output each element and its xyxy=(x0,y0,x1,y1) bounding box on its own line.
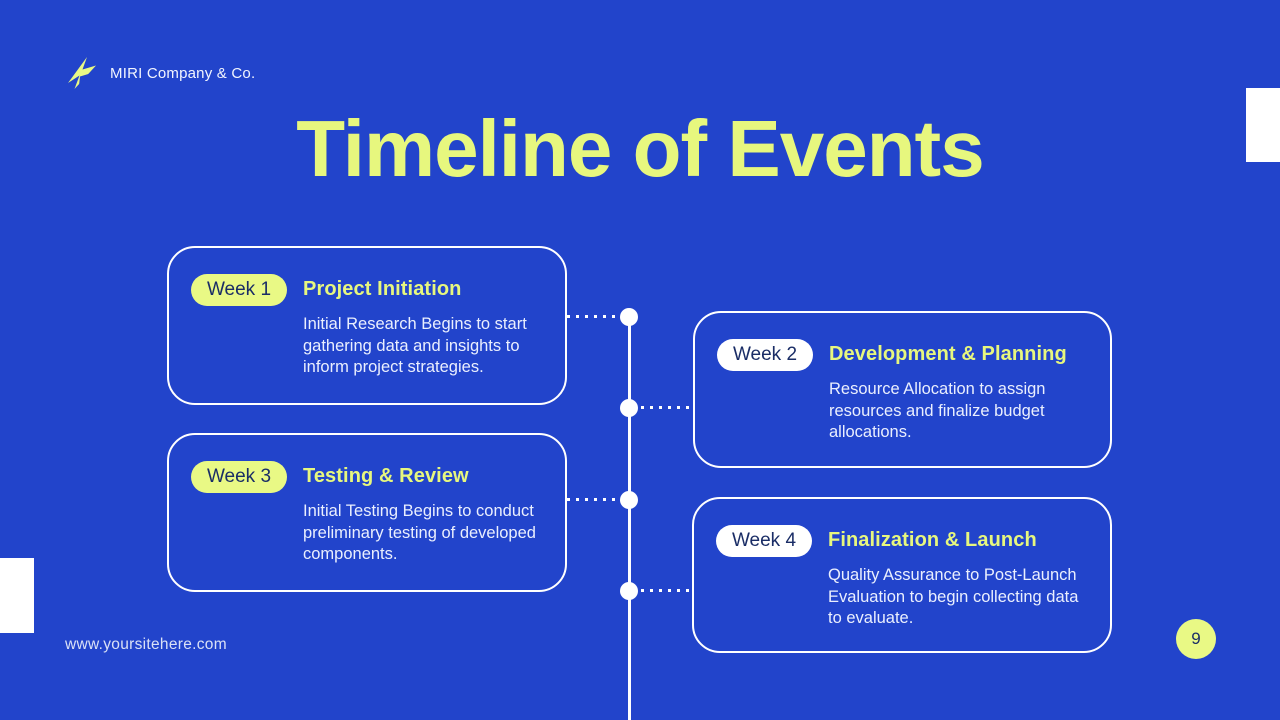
card-content: Testing & Review Initial Testing Begins … xyxy=(303,459,541,566)
timeline-node-week2 xyxy=(620,399,638,417)
timeline-card-week4: Week 4 Finalization & Launch Quality Ass… xyxy=(692,497,1112,653)
company-logo-row: MIRI Company & Co. xyxy=(66,56,255,90)
week-badge: Week 3 xyxy=(191,461,287,493)
company-name: MIRI Company & Co. xyxy=(110,64,256,82)
week-badge: Week 2 xyxy=(717,339,813,371)
timeline-connector-week3 xyxy=(567,498,617,501)
card-description: Initial Research Begins to start gatheri… xyxy=(303,315,527,376)
timeline-card-week2: Week 2 Development & Planning Resource A… xyxy=(693,311,1112,468)
card-description: Quality Assurance to Post-Launch Evaluat… xyxy=(828,566,1079,627)
timeline-connector-week4 xyxy=(641,589,691,592)
timeline-vertical-line xyxy=(628,317,631,720)
decor-rectangle-bottom-left xyxy=(0,558,34,633)
website-link[interactable]: www.yoursitehere.com xyxy=(65,636,227,653)
card-title: Project Initiation xyxy=(303,278,462,300)
arrow-bolt-icon xyxy=(68,57,96,89)
card-title: Testing & Review xyxy=(303,465,469,487)
timeline-card-week3: Week 3 Testing & Review Initial Testing … xyxy=(167,433,567,592)
page-title: Timeline of Events xyxy=(296,104,984,193)
decor-rectangle-top-right xyxy=(1246,88,1280,162)
timeline-connector-week1 xyxy=(567,315,617,318)
card-description: Initial Testing Begins to conduct prelim… xyxy=(303,502,536,563)
timeline-card-week1: Week 1 Project Initiation Initial Resear… xyxy=(167,246,567,405)
timeline-node-week4 xyxy=(620,582,638,600)
timeline-node-week3 xyxy=(620,491,638,509)
card-content: Finalization & Launch Quality Assurance … xyxy=(828,523,1086,630)
card-content: Project Initiation Initial Research Begi… xyxy=(303,272,541,379)
week-badge: Week 1 xyxy=(191,274,287,306)
page-number-badge: 9 xyxy=(1176,619,1216,659)
week-badge: Week 4 xyxy=(716,525,812,557)
card-title: Development & Planning xyxy=(829,343,1067,365)
timeline-connector-week2 xyxy=(641,406,691,409)
timeline-node-week1 xyxy=(620,308,638,326)
card-title: Finalization & Launch xyxy=(828,529,1037,551)
card-description: Resource Allocation to assign resources … xyxy=(829,380,1046,441)
card-content: Development & Planning Resource Allocati… xyxy=(829,337,1086,444)
